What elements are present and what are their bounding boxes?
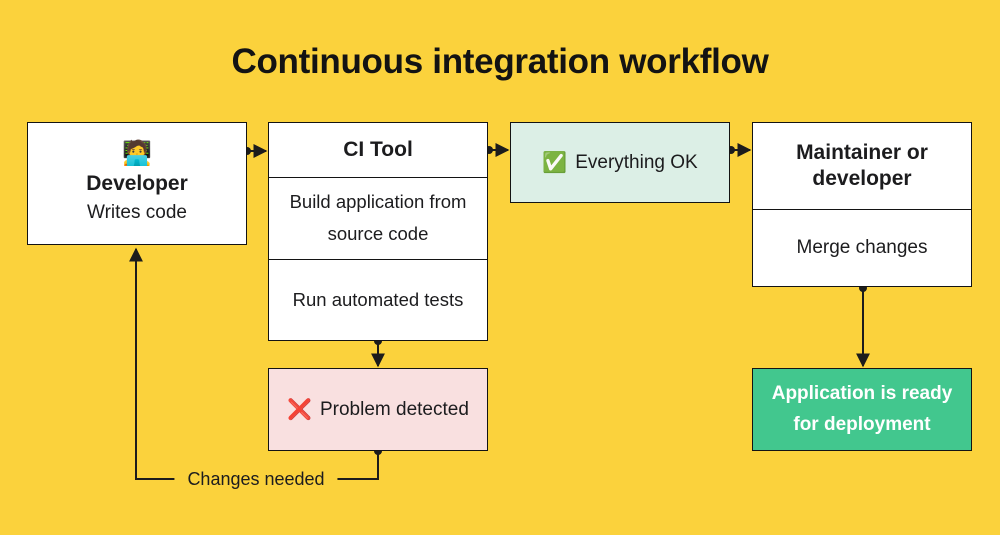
developer-title: Developer xyxy=(86,171,188,195)
check-mark-icon: ✅ xyxy=(542,151,568,174)
technologist-emoji: 🧑‍💻 xyxy=(122,140,152,168)
changes-needed-label: Changes needed xyxy=(174,468,338,491)
node-ci-tool: CI Tool Build application from source co… xyxy=(268,122,488,341)
ci-tool-step-build: Build application from source code xyxy=(269,177,487,259)
developer-subtitle: Writes code xyxy=(87,202,187,223)
node-developer: 🧑‍💻 Developer Writes code xyxy=(27,122,247,245)
node-everything-ok: ✅ Everything OK xyxy=(510,122,730,203)
maintainer-action: Merge changes xyxy=(753,209,971,286)
cross-mark-icon: ❌ xyxy=(287,398,312,421)
problem-detected-label: Problem detected xyxy=(319,398,469,420)
maintainer-title: Maintainer or developer xyxy=(796,140,928,190)
ci-tool-step-tests: Run automated tests xyxy=(269,258,487,341)
node-maintainer: Maintainer or developer Merge changes xyxy=(752,122,972,287)
everything-ok-label: Everything OK xyxy=(575,151,698,173)
node-deployment-ready: Application is ready for deployment xyxy=(752,368,972,451)
node-problem-detected: ❌ Problem detected xyxy=(268,368,488,451)
deployment-label: Application is ready for deployment xyxy=(771,383,953,435)
ci-tool-title: CI Tool xyxy=(343,137,413,161)
page-title: Continuous integration workflow xyxy=(231,42,769,81)
